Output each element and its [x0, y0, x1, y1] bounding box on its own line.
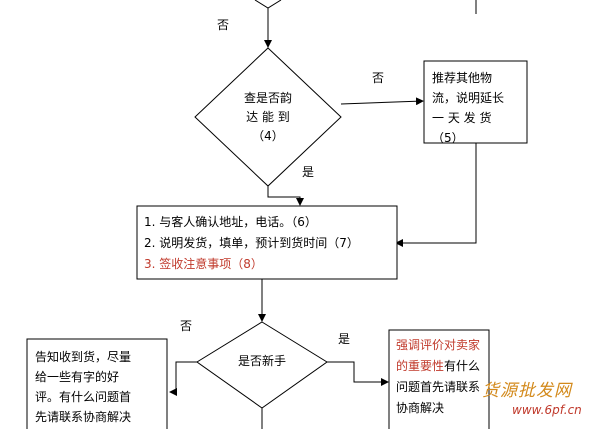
decision1-line2: 达 能 到	[246, 110, 290, 124]
steps-box	[136, 205, 398, 280]
arrow-decision2-no	[169, 361, 197, 396]
steps-item-3: 3. 签收注意事项（8）	[144, 257, 263, 271]
top-diamond-fragment	[254, 0, 282, 9]
newbie-line4: 先请联系协商解决	[35, 410, 132, 424]
recommend-box	[423, 60, 528, 144]
veteran-box	[388, 329, 490, 429]
newbie-box	[26, 338, 168, 429]
watermark-url: www.6pf.cn	[512, 403, 582, 417]
recommend-line4: （5）	[432, 128, 522, 145]
watermark-logo: 货源批发网	[482, 381, 572, 401]
label-yes-mid: 是	[302, 165, 315, 179]
recommend-line3: 一 天 发 货	[432, 111, 492, 125]
arrow-decision2-yes	[327, 361, 389, 386]
veteran-line1: 强调评价对卖家	[396, 338, 481, 352]
veteran-line4: 协商解决	[396, 401, 445, 415]
veteran-line2-rest: 有什么	[444, 359, 481, 373]
decision1-line3: （4）	[252, 129, 284, 143]
label-no-left: 否	[180, 319, 193, 333]
recommend-box-text: 推荐其他物 流，说明延长 一 天 发 货 （5）	[432, 68, 522, 145]
veteran-line2: 的重要性	[396, 359, 445, 373]
steps-list: 1. 与客人确认地址，电话。（6） 2. 说明发货，填单，预计到货时间（7） 3…	[144, 212, 394, 275]
veteran-line3: 问题首先请联系	[396, 380, 481, 394]
label-no-right: 否	[372, 71, 385, 85]
recommend-line2: 流，说明延长	[432, 91, 505, 105]
label-yes-right: 是	[338, 332, 351, 346]
newbie-line1: 告知收到货，尽量	[35, 350, 132, 364]
arrow-decision1-yes	[267, 186, 304, 206]
newbie-box-text: 告知收到货，尽量 给一些有字的好 评。有什么问题首 先请联系协商解决	[35, 347, 165, 427]
decision2-text: 是否新手	[237, 354, 286, 368]
recommend-line1: 推荐其他物	[432, 71, 493, 85]
steps-item-1: 1. 与客人确认地址，电话。（6）	[144, 215, 317, 229]
label-no-top: 否	[217, 18, 230, 32]
veteran-line2-wrap: 的重要性有什么	[396, 356, 488, 377]
steps-item-2: 2. 说明发货，填单，预计到货时间（7）	[144, 236, 359, 250]
decision1-line1: 查是否韵	[243, 91, 292, 105]
newbie-line3: 评。有什么问题首	[35, 390, 132, 404]
decision1-text: 查是否韵 达 能 到 （4）	[230, 89, 306, 146]
arrow-to-recommend	[340, 97, 424, 106]
newbie-line2: 给一些有字的好	[35, 370, 120, 384]
arrow-recommend-to-steps	[395, 143, 477, 247]
veteran-box-text: 强调评价对卖家 的重要性有什么 问题首先请联系 协商解决	[396, 335, 488, 419]
